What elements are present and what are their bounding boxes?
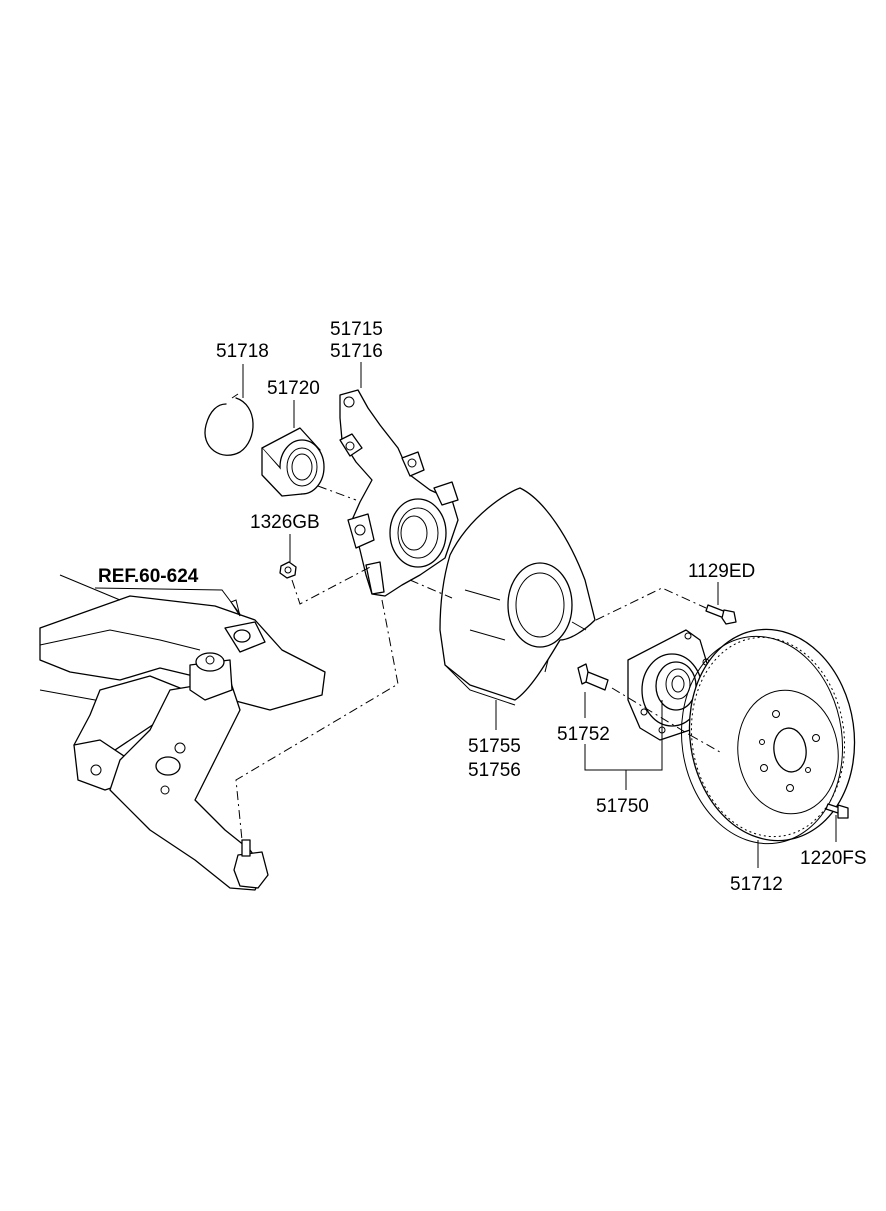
brake-disc-part xyxy=(680,628,856,845)
nut-part xyxy=(279,561,297,579)
label-nut: 1326GB xyxy=(250,512,320,533)
label-knuckle-a: 51715 xyxy=(330,319,383,340)
wheel-bearing-part xyxy=(261,427,325,497)
label-bolt: 1129ED xyxy=(688,561,755,582)
label-reference[interactable]: REF.60-624 xyxy=(98,566,199,587)
label-knuckle-b: 51716 xyxy=(330,341,383,362)
label-hub-assembly: 51750 xyxy=(596,796,649,817)
steering-knuckle-part xyxy=(339,389,459,597)
assembly-centerlines xyxy=(235,485,721,841)
label-dust-cover-b: 51756 xyxy=(468,760,521,781)
leader-lines xyxy=(94,362,837,868)
subframe-assembly xyxy=(39,574,326,891)
label-dust-cover-a: 51755 xyxy=(468,736,521,757)
dust-cover-part xyxy=(439,487,596,706)
label-hub-bolt: 51752 xyxy=(557,724,610,745)
label-screw: 1220FS xyxy=(800,848,867,869)
label-bearing: 51720 xyxy=(267,378,320,399)
label-disc: 51712 xyxy=(730,874,783,895)
label-snap-ring: 51718 xyxy=(216,341,269,362)
snap-ring-part xyxy=(204,393,254,456)
hub-bolt-part xyxy=(577,663,609,691)
part-labels: 51718 51715 51716 51720 1326GB REF.60-62… xyxy=(98,319,867,895)
screw-part xyxy=(825,803,849,819)
bolt-part xyxy=(705,604,737,625)
